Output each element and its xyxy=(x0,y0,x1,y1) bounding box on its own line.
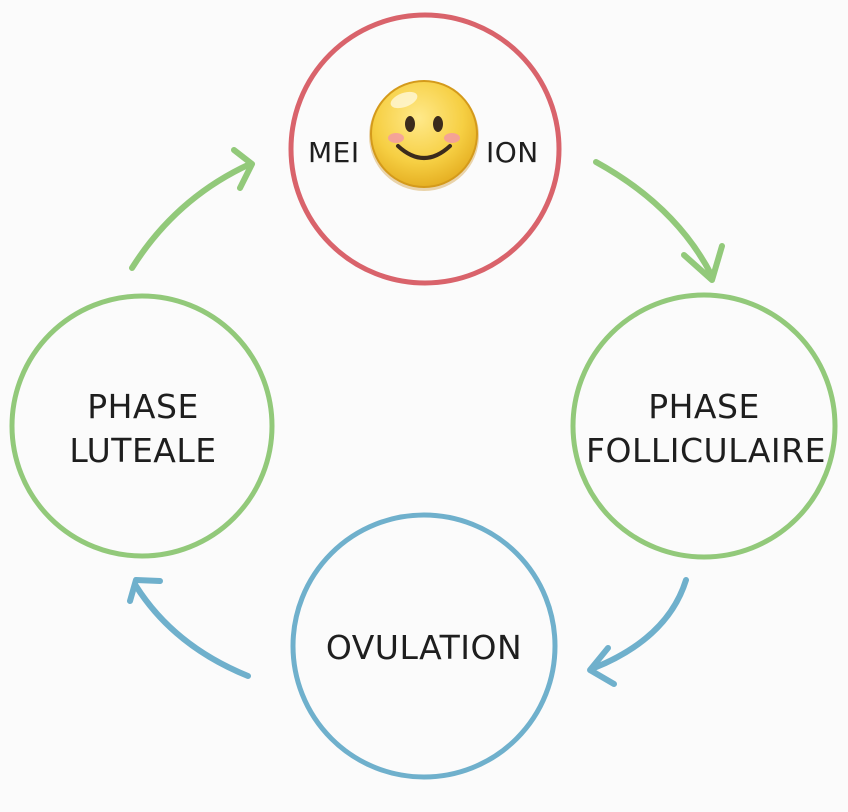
smiley-left-eye xyxy=(405,116,415,132)
node-left-label-line1: PHASE xyxy=(87,387,199,426)
arrow-top-to-right-head xyxy=(681,243,725,283)
arrow-top-to-right xyxy=(593,159,725,283)
smiley-right-eye xyxy=(433,116,443,132)
node-top-ring xyxy=(288,12,562,286)
arrow-left-to-top-head xyxy=(231,147,255,191)
arrow-right-to-bottom-head xyxy=(587,645,617,687)
arrow-left-to-top xyxy=(129,147,255,271)
smiley-left-cheek xyxy=(388,133,404,143)
node-top-label-left: MEI xyxy=(308,136,360,169)
node-top-label-right: ION xyxy=(486,136,539,169)
smiley-mouth xyxy=(396,144,452,160)
arrow-bottom-to-left-head xyxy=(127,577,163,604)
arrow-right-to-bottom xyxy=(587,577,689,687)
node-right-label-line1: PHASE xyxy=(648,387,760,426)
arrow-bottom-to-left-shaft xyxy=(133,583,251,679)
node-left-label-line2: LUTEALE xyxy=(69,431,216,470)
node-bottom-label: OVULATION xyxy=(326,628,522,667)
arrow-left-to-top-shaft xyxy=(129,161,253,271)
node-left-ring xyxy=(9,293,275,559)
node-bottom-ring xyxy=(290,512,558,780)
arrow-right-to-bottom-shaft xyxy=(591,577,689,671)
smiley-right-cheek xyxy=(444,133,460,143)
node-right-ring xyxy=(570,292,838,560)
smiley-face-icon xyxy=(369,80,479,191)
arrow-top-to-right-shaft xyxy=(593,159,715,279)
arrow-bottom-to-left xyxy=(127,577,251,679)
node-right-label-line2: FOLLICULAIRE xyxy=(586,431,826,470)
